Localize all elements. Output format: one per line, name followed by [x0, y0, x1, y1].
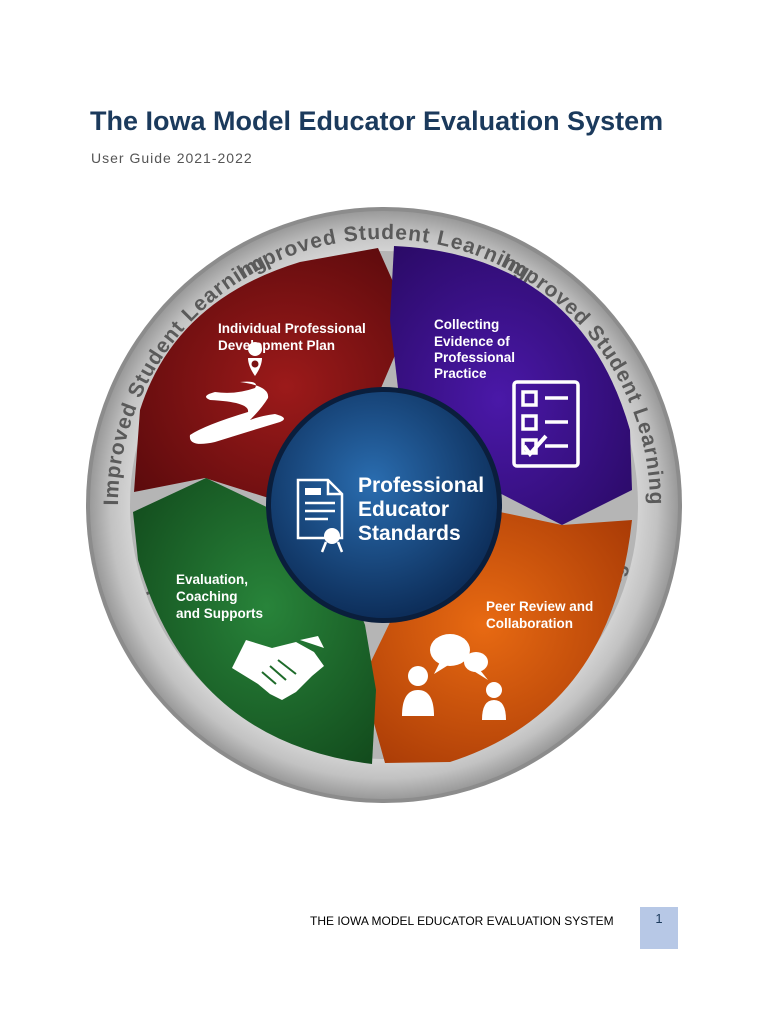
page-number: 1 — [640, 907, 678, 949]
segment-development-plan-label: Individual Professional Development Plan — [218, 321, 370, 353]
page-title: The Iowa Model Educator Evaluation Syste… — [90, 106, 664, 136]
segment-peer-review-label: Peer Review and Collaboration — [486, 599, 597, 631]
footer-title: THE IOWA MODEL EDUCATOR EVALUATION SYSTE… — [310, 914, 614, 928]
certificate-icon — [296, 478, 344, 553]
handshake-icon — [232, 636, 324, 700]
path-pin-icon — [189, 342, 284, 444]
center-circle — [271, 392, 497, 618]
checklist-icon — [512, 380, 580, 468]
page-subtitle: User Guide 2021-2022 — [91, 150, 253, 166]
center-label: Professional Educator Standards — [358, 474, 490, 545]
segment-evaluation-coaching-label: Evaluation, Coaching and Supports — [176, 572, 263, 621]
discussion-icon — [402, 634, 506, 720]
segment-collecting-evidence-label: Collecting Evidence of Professional Prac… — [434, 317, 519, 381]
